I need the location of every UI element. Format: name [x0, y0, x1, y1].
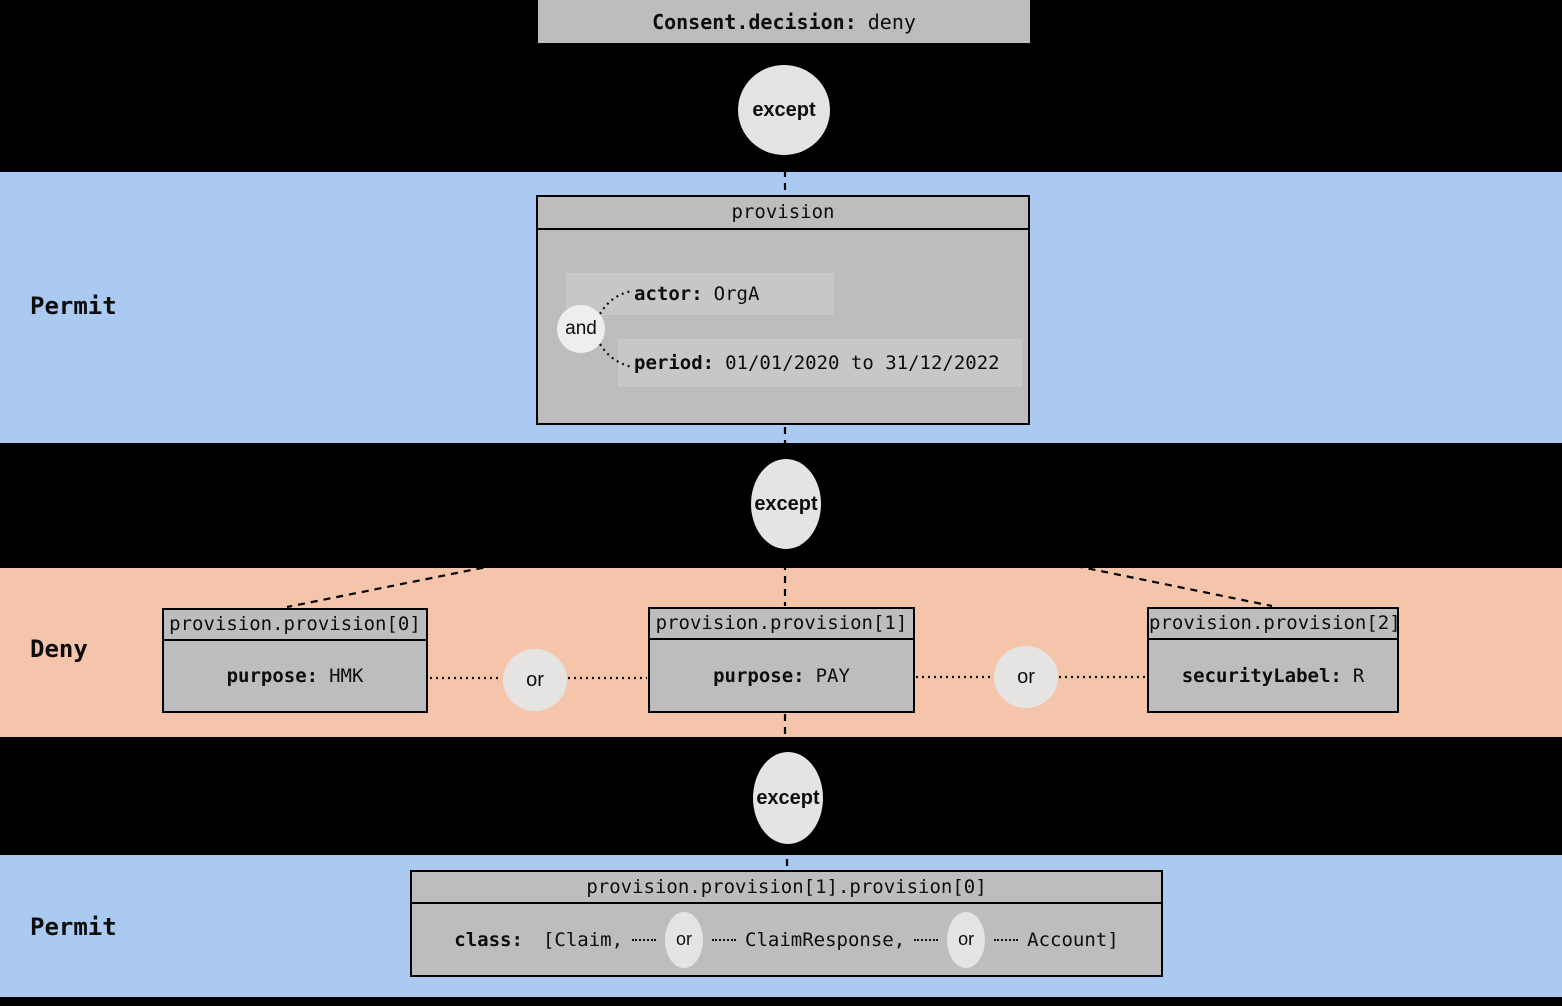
and-connector-label: and — [565, 318, 597, 339]
or-connector-inline-1: or — [665, 911, 704, 968]
actor-value: OrgA — [713, 283, 760, 305]
period-row: period: 01/01/2020 to 31/12/2022 — [634, 352, 1000, 374]
or-connector-1: or — [503, 649, 567, 711]
class-node-body: class: [Claim, or ClaimResponse, or Acco… — [412, 904, 1161, 975]
or-connector-1-label: or — [526, 668, 544, 691]
deny-node-0-body: purpose: HMK — [164, 641, 426, 711]
deny-node-2-body: securityLabel: R — [1149, 640, 1397, 711]
except-connector-2: except — [751, 459, 821, 549]
except-connector-1: except — [738, 65, 830, 155]
class-item-claimresponse: ClaimResponse, — [745, 928, 906, 951]
provision-node-header: provision — [538, 197, 1028, 230]
deny-node-0-key: purpose: — [226, 665, 319, 687]
root-decision-node: Consent.decision: deny — [538, 0, 1030, 43]
deny-node-0-value: HMK — [329, 665, 364, 687]
class-item-claim: [Claim, — [542, 928, 624, 951]
and-connector: and — [557, 305, 605, 353]
except-connector-3: except — [753, 752, 823, 844]
deny-node-1-value: PAY — [815, 664, 850, 687]
except-connector-1-label: except — [752, 98, 816, 121]
provision-node: provision actor: OrgA period: 01/01/2020 t… — [536, 195, 1030, 425]
deny-node-1-body: purpose: PAY — [650, 640, 913, 711]
dotted-link — [914, 938, 939, 941]
deny-node-security-label: provision.provision[2] securityLabel: R — [1147, 607, 1399, 713]
deny-node-purpose-pay: provision.provision[1] purpose: PAY — [648, 607, 915, 713]
dotted-link — [632, 938, 657, 941]
dotted-link — [712, 938, 737, 941]
deny-band-label: Deny — [30, 635, 88, 663]
deny-node-2-key: securityLabel: — [1181, 664, 1342, 687]
or-connector-inline-2-label: or — [958, 929, 975, 949]
or-connector-inline-2: or — [947, 911, 986, 968]
dotted-link — [994, 938, 1019, 941]
permit-band-bottom-label: Permit — [30, 913, 117, 941]
except-connector-2-label: except — [754, 492, 818, 515]
root-decision-value: deny — [867, 9, 916, 34]
period-key: period: — [634, 352, 715, 374]
root-decision-label: Consent.decision: — [652, 9, 857, 34]
or-connector-2-label: or — [1017, 665, 1035, 688]
deny-node-2-header: provision.provision[2] — [1149, 609, 1397, 640]
class-node: provision.provision[1].provision[0] clas… — [410, 870, 1163, 977]
period-value: 01/01/2020 to 31/12/2022 — [725, 352, 1000, 374]
deny-node-0-header: provision.provision[0] — [164, 610, 426, 641]
except-connector-3-label: except — [756, 786, 820, 809]
deny-node-purpose-hmk: provision.provision[0] purpose: HMK — [162, 608, 428, 713]
period-row-background — [618, 339, 1022, 387]
deny-node-2-value: R — [1352, 664, 1365, 687]
or-connector-2: or — [994, 646, 1058, 708]
class-item-account: Account] — [1027, 928, 1119, 951]
or-connector-inline-1-label: or — [676, 929, 693, 949]
deny-node-1-header: provision.provision[1] — [650, 609, 913, 640]
actor-key: actor: — [634, 283, 703, 305]
actor-row: actor: OrgA — [634, 283, 759, 305]
deny-node-1-key: purpose: — [713, 664, 805, 687]
class-key: class: — [454, 928, 523, 951]
permit-band-top-label: Permit — [30, 292, 117, 320]
class-node-header: provision.provision[1].provision[0] — [412, 872, 1161, 904]
